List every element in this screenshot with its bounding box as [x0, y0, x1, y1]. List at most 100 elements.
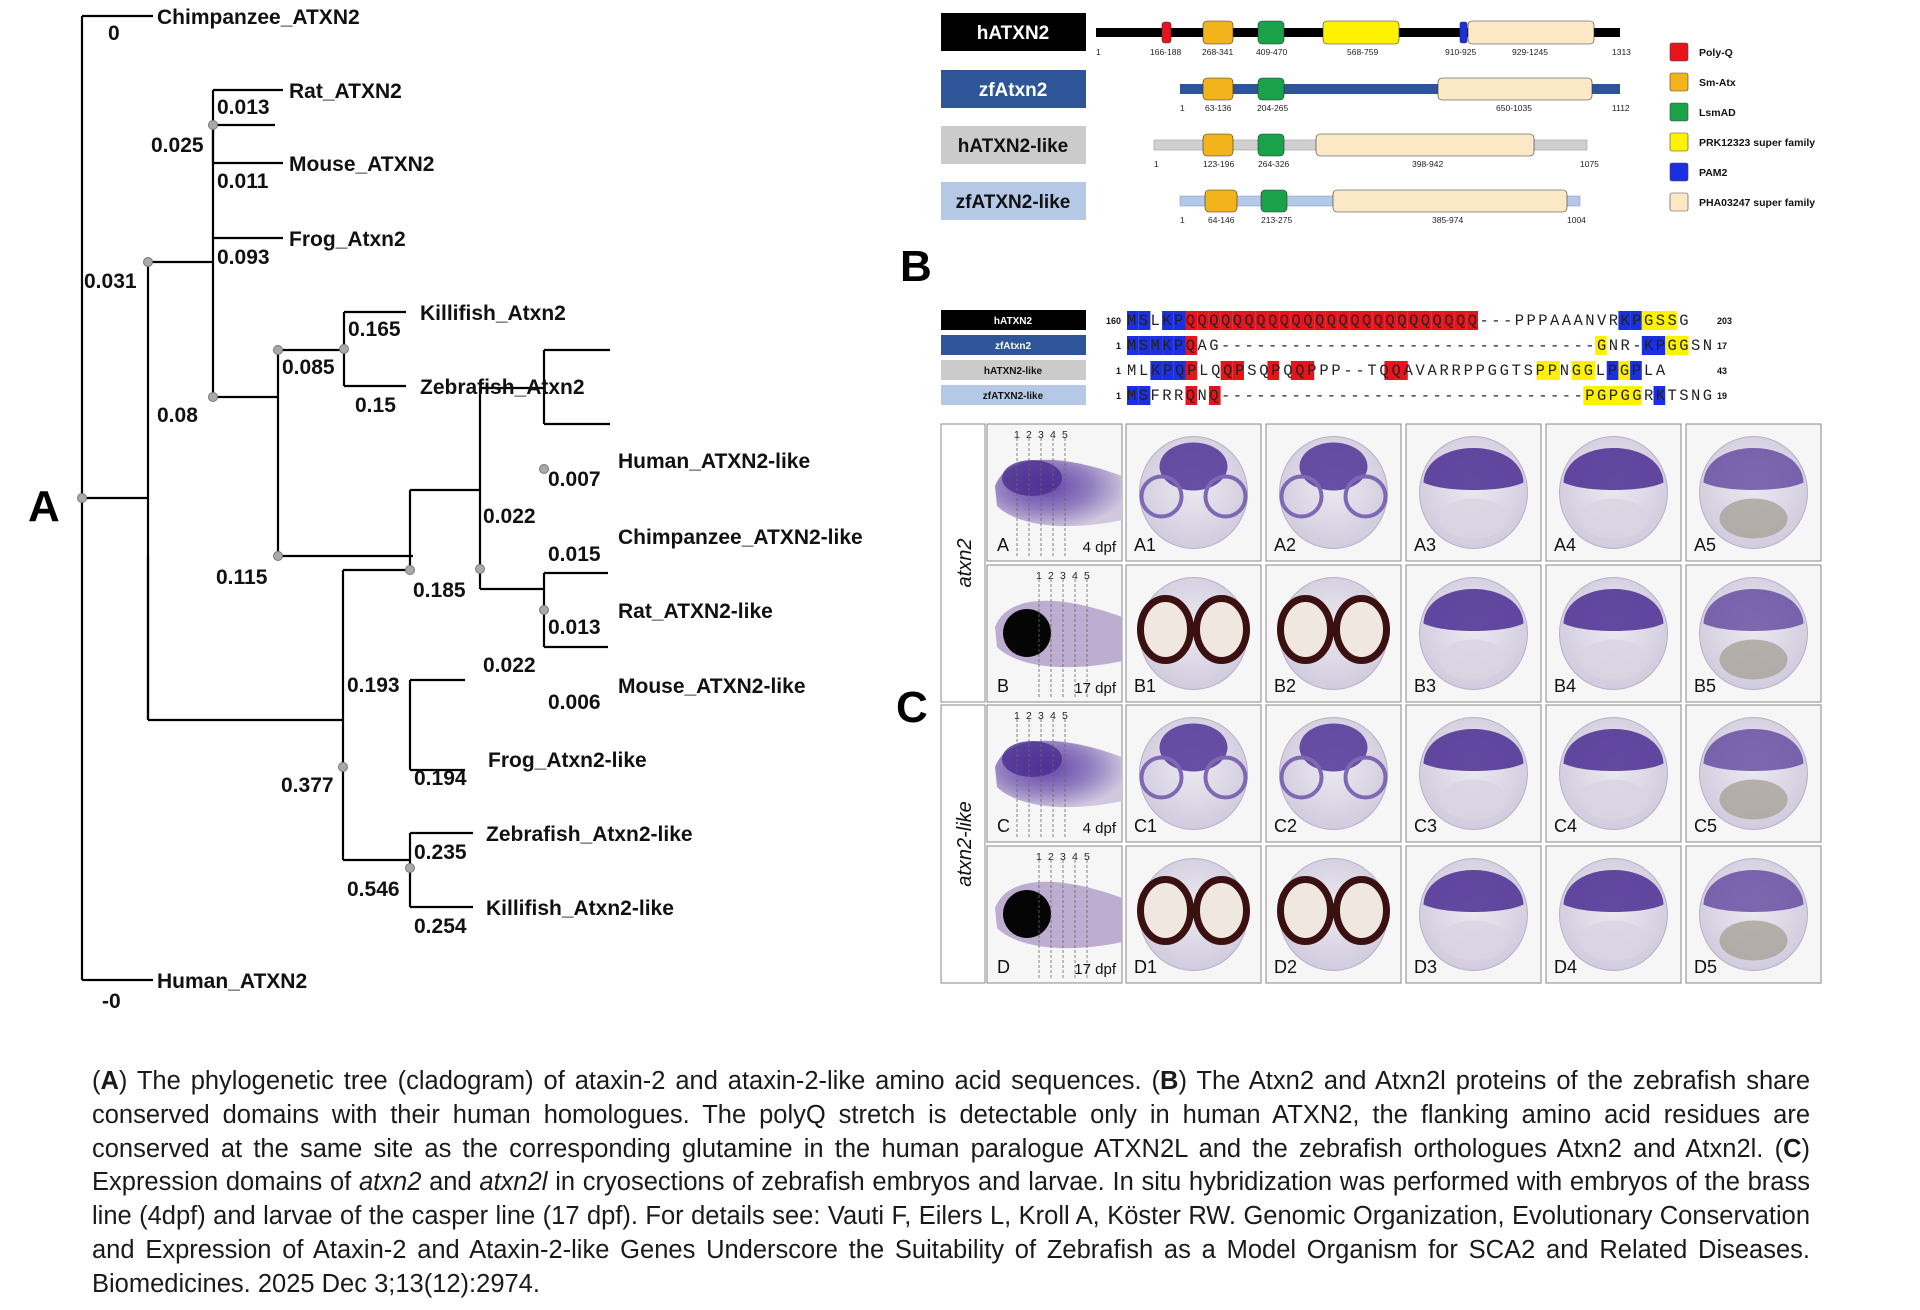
position-label: 1112: [1612, 103, 1630, 113]
alignment-residue-highlight: [1618, 311, 1631, 330]
alignment-residue-highlight: [1279, 311, 1291, 330]
alignment-residue-highlight: [1185, 311, 1198, 330]
protein-tag-bg: [941, 126, 1086, 164]
caption-panel-ref: C: [1783, 1134, 1802, 1163]
alignment-residue-highlight: [1536, 361, 1549, 380]
alignment-start: 1: [1116, 341, 1121, 351]
stage-label: 17 dpf: [1074, 961, 1117, 978]
position-label: 409-470: [1256, 47, 1287, 57]
position-label: 1: [1154, 159, 1159, 169]
position-label: 385-974: [1432, 215, 1463, 225]
panel-label-a: A: [28, 482, 60, 531]
alignment-residue-highlight: [1267, 311, 1280, 330]
alignment-residue-highlight: [1162, 311, 1174, 330]
branch-length: 0.085: [282, 356, 335, 379]
protein-backbone: [1180, 84, 1620, 94]
gene-label-box: [940, 423, 986, 703]
leaf-zebrafish-atxn2-like: Zebrafish_Atxn2-like: [486, 823, 693, 846]
alignment-label-hatxn2-like: hATXN2-like: [984, 366, 1043, 377]
domain-lsmad: [1260, 189, 1288, 213]
section-number: 1: [1036, 570, 1042, 582]
alignment-residue-highlight: [1641, 311, 1654, 330]
cryosection-image: C4: [1545, 704, 1682, 843]
alignment-residue-highlight: [1349, 311, 1361, 330]
image-label: C2: [1274, 816, 1297, 836]
alignment-residue-highlight: [1185, 361, 1198, 380]
caption-gene: atxn2l: [479, 1168, 548, 1197]
alignment-residue-highlight: [1606, 361, 1619, 380]
legend-swatch-prk12323: [1669, 132, 1689, 152]
alignment-tag-bg: [941, 335, 1086, 355]
figure-canvas: Chimpanzee_ATXN2 Rat_ATXN2 Mouse_ATXN2 F…: [28, 6, 1822, 1013]
alignment-residue-highlight: [1138, 336, 1151, 355]
alignment-tag-bg: [941, 385, 1086, 405]
phylogenetic-tree: Chimpanzee_ATXN2 Rat_ATXN2 Mouse_ATXN2 F…: [77, 6, 863, 1013]
alignment-residue-highlight: [1302, 311, 1315, 330]
domain-positions-hatxn2: 1 166-188 268-341 409-470 568-759 910-92…: [1096, 47, 1631, 57]
alignment-residue-highlight: [1431, 311, 1443, 330]
cryosection-image: A3: [1405, 423, 1542, 562]
branch-length: 0.235: [414, 841, 467, 864]
cryosection-image: C3: [1405, 704, 1542, 843]
image-label: D: [997, 957, 1010, 977]
branch-length: 0.377: [281, 774, 334, 797]
alignment-residue-highlight: [1150, 336, 1163, 355]
alignment-residue-highlight: [1150, 361, 1163, 380]
alignment-residue-highlight: [1173, 311, 1186, 330]
leaf-frog-atxn2: Frog_Atxn2: [289, 228, 406, 251]
section-number: 2: [1026, 710, 1032, 722]
domain-positions-hatxn2-like: 1 123-196 264-326 398-942 1075: [1154, 159, 1599, 169]
alignment-label-hatxn2: hATXN2: [994, 316, 1033, 327]
alignment-residue-highlight: [1595, 386, 1607, 405]
branch-length: 0.006: [548, 691, 601, 714]
image-label: B5: [1694, 676, 1716, 696]
legend-label: Poly-Q: [1699, 47, 1733, 59]
cryosection-image: D2: [1265, 845, 1402, 984]
alignment-residue-highlight: [1454, 311, 1467, 330]
position-label: 398-942: [1412, 159, 1443, 169]
cryosection-image: B1: [1125, 564, 1262, 703]
section-number: 5: [1062, 710, 1068, 722]
branch-length: 0.025: [151, 134, 204, 157]
leaf-rat-atxn2-like: Rat_ATXN2-like: [618, 600, 773, 623]
image-label: B1: [1134, 676, 1156, 696]
domain-architecture: hATXN2 zfAtxn2 hATXN2-like zfATXN2-like …: [941, 13, 1815, 225]
cryosection-image: A2: [1265, 423, 1402, 562]
branch-length: 0.15: [355, 394, 396, 417]
alignment-residue-highlight: [1185, 336, 1198, 355]
gene-label-atxn2: atxn2: [954, 539, 976, 588]
image-label: C: [997, 816, 1010, 836]
alignment-residue-highlight: [1396, 311, 1408, 330]
alignment-residue-highlight: [1290, 311, 1303, 330]
protein-tag-zfatxn2: zfAtxn2: [979, 80, 1048, 101]
stage-label: 17 dpf: [1074, 680, 1117, 697]
gene-label-box: [940, 704, 986, 984]
position-label: 268-341: [1202, 47, 1233, 57]
alignment-residue-highlight: [1583, 386, 1595, 405]
branch-length: 0.011: [217, 170, 269, 193]
alignment-tag-bg: [941, 310, 1086, 330]
position-label: 1313: [1612, 47, 1631, 57]
section-number: 3: [1038, 429, 1044, 441]
alignment-residue-highlight: [1127, 336, 1139, 355]
alignment-start: 160: [1106, 316, 1121, 326]
section-number: 2: [1048, 851, 1054, 863]
alignment-residue-highlight: [1630, 311, 1642, 330]
alignment-residue-highlight: [1641, 336, 1654, 355]
domain-positions-zfatxn2-like: 1 64-146 213-275 385-974 1004: [1180, 215, 1586, 225]
caption-text: and: [421, 1168, 480, 1197]
branch-length: 0.093: [217, 246, 270, 269]
domain-lsmad: [1257, 77, 1285, 101]
protein-tag-bg: [941, 13, 1086, 51]
leaf-human-atxn2: Human_ATXN2: [157, 970, 307, 993]
image-label: A: [997, 535, 1009, 555]
alignment-residue-highlight: [1337, 311, 1350, 330]
alignment-residue-highlight: [1618, 386, 1631, 405]
alignment-residue-highlight: [1630, 386, 1642, 405]
protein-tag-zfatxn2-like: zfATXN2-like: [956, 192, 1071, 213]
section-number: 4: [1050, 429, 1056, 441]
branch-length: 0.022: [483, 505, 536, 528]
